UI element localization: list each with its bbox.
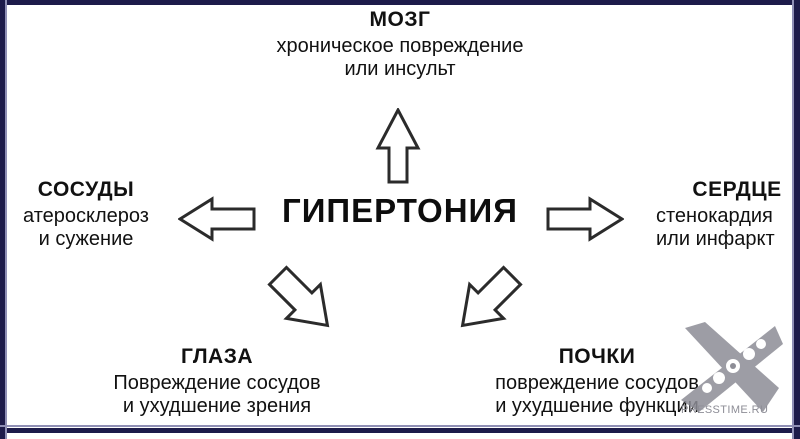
frame-highlight-left [5, 0, 7, 439]
node-brain: МОЗГ хроническое повреждение или инсульт [240, 8, 560, 82]
node-kidneys: ПОЧКИ повреждение сосудов и ухудшение фу… [452, 345, 742, 419]
node-heart-line2: или инфаркт [656, 228, 775, 251]
frame-border-bottom [0, 428, 800, 433]
node-vessels-line2: и сужение [38, 228, 134, 251]
center-label-hypertension: ГИПЕРТОНИЯ [281, 192, 518, 229]
node-vessels: СОСУДЫ атеросклероз и сужение [0, 178, 174, 252]
node-eyes-line2: и ухудшение зрения [122, 395, 312, 418]
node-heart: СЕРДЦЕ стенокардия или инфаркт [648, 178, 800, 252]
node-kidneys-line1: повреждение сосудов [495, 371, 699, 394]
frame-highlight-bottom [0, 425, 800, 427]
frame-highlight-right [792, 0, 794, 439]
arrow-right-icon [546, 196, 625, 247]
node-vessels-line1: атеросклероз [23, 204, 149, 227]
frame-border-top [0, 0, 800, 5]
node-heart-title: СЕРДЦЕ [692, 178, 782, 201]
arrow-down-left-icon [258, 258, 346, 347]
node-brain-line2: или инсульт [344, 58, 456, 81]
node-kidneys-line2: и ухудшение функции [495, 395, 699, 418]
node-brain-line1: хроническое повреждение [276, 34, 524, 57]
node-eyes-title: ГЛАЗА [180, 345, 254, 368]
arrow-down-right-icon [444, 258, 532, 347]
node-eyes-line1: Повреждение сосудов [113, 371, 321, 394]
node-heart-line1: стенокардия [656, 204, 773, 227]
node-vessels-title: СОСУДЫ [37, 178, 135, 201]
arrow-left-icon [177, 196, 256, 247]
frame-border-right [794, 0, 800, 439]
frame-border-left [0, 0, 5, 439]
arrow-up-icon [368, 106, 428, 189]
node-kidneys-title: ПОЧКИ [558, 345, 636, 368]
node-eyes: ГЛАЗА Повреждение сосудов и ухудшение зр… [72, 345, 362, 419]
node-brain-title: МОЗГ [369, 8, 431, 31]
